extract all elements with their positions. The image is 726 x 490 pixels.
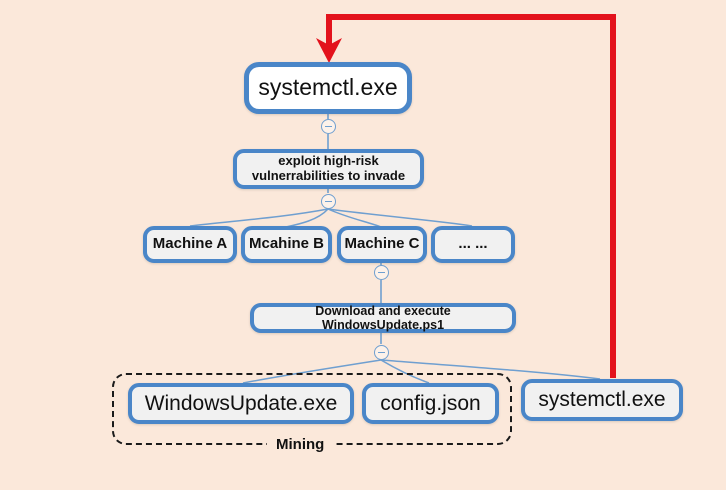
- red-arrowhead-icon: [316, 38, 342, 63]
- node-systemctl-child[interactable]: systemctl.exe: [521, 379, 683, 421]
- node-windowsupdate-exe[interactable]: WindowsUpdate.exe: [128, 383, 354, 424]
- minus-glyph: [378, 352, 385, 353]
- node-systemctl-root[interactable]: systemctl.exe: [244, 62, 412, 114]
- node-machine-b[interactable]: Mcahine B: [241, 226, 332, 263]
- node-label: ... ...: [458, 235, 488, 253]
- collapse-minus-icon-1[interactable]: [321, 119, 336, 134]
- node-label: Mcahine B: [248, 235, 324, 253]
- collapse-minus-icon-3[interactable]: [374, 265, 389, 280]
- mining-group-label: Mining: [267, 436, 334, 453]
- node-label: Machine C: [344, 235, 420, 253]
- node-label: systemctl.exe: [258, 74, 398, 101]
- node-label-line2: vulnerrabilities to invade: [251, 168, 406, 183]
- collapse-minus-icon-4[interactable]: [374, 345, 389, 360]
- node-label-line1: exploit high-risk: [278, 153, 379, 169]
- node-download-execute-ps1[interactable]: Download and execute WindowsUpdate.ps1: [250, 303, 516, 333]
- node-machine-c[interactable]: Machine C: [337, 226, 427, 263]
- node-exploit-vulnerabilities[interactable]: exploit high-risk vulnerrabilities to in…: [233, 149, 424, 189]
- node-machine-a[interactable]: Machine A: [143, 226, 237, 263]
- edge-to-machine-c: [327, 208, 382, 228]
- node-config-json[interactable]: config.json: [362, 383, 499, 424]
- node-label: Download and execute WindowsUpdate.ps1: [315, 304, 451, 332]
- collapse-minus-icon-2[interactable]: [321, 194, 336, 209]
- node-label: systemctl.exe: [538, 388, 666, 412]
- edge-to-machine-a: [189, 208, 329, 227]
- node-label: config.json: [380, 391, 481, 415]
- node-label: Machine A: [152, 235, 228, 253]
- node-machine-more[interactable]: ... ...: [431, 226, 515, 263]
- edge-to-machine-b: [285, 208, 329, 228]
- minus-glyph: [325, 126, 332, 127]
- node-label: WindowsUpdate.exe: [144, 391, 338, 415]
- edge-to-machine-more: [327, 208, 473, 227]
- minus-glyph: [325, 201, 332, 202]
- minus-glyph: [378, 272, 385, 273]
